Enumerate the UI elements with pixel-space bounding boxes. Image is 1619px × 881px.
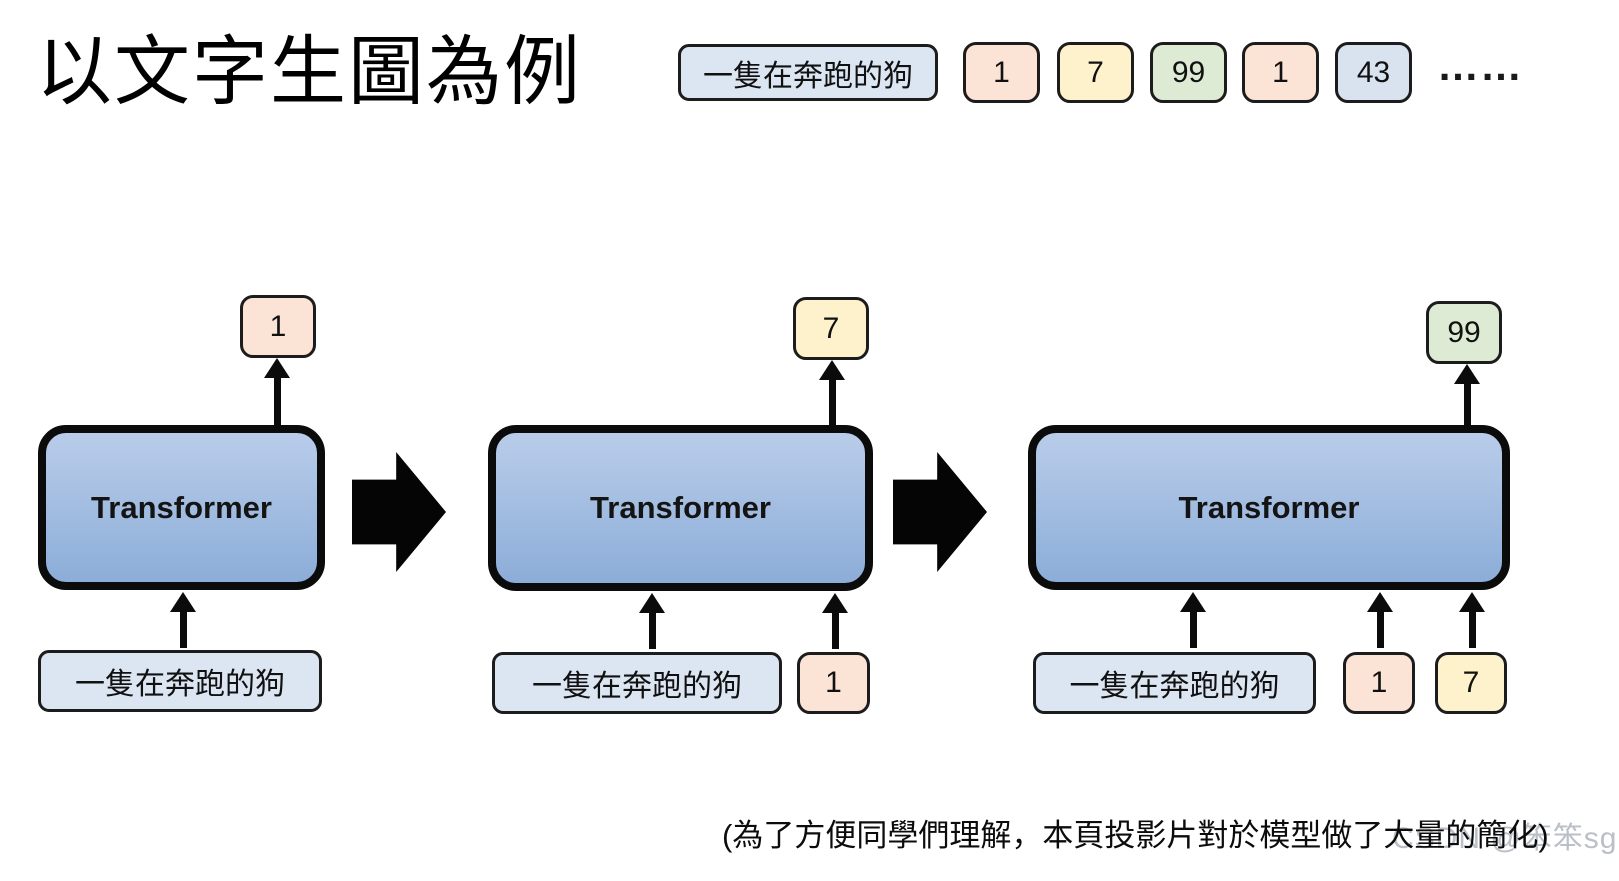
right-block-arrow-icon bbox=[352, 452, 446, 572]
stage2-input-arrow-prompt-icon bbox=[639, 593, 665, 649]
stage3-prompt-box: 一隻在奔跑的狗 bbox=[1033, 652, 1316, 714]
transformer-label: Transformer bbox=[91, 489, 272, 525]
transformer-block-3: Transformer bbox=[1028, 425, 1510, 590]
stage1-input-arrow-icon bbox=[170, 592, 196, 648]
stage3-output-arrow-icon bbox=[1454, 364, 1480, 425]
stage2-input-token-1: 1 bbox=[797, 652, 870, 714]
stage3-input-token-7: 7 bbox=[1435, 652, 1507, 714]
ellipsis-text: …… bbox=[1437, 42, 1523, 89]
transformer-label: Transformer bbox=[590, 490, 771, 525]
top-token-99: 99 bbox=[1150, 42, 1227, 103]
right-block-arrow-icon bbox=[893, 452, 987, 572]
stage1-output-arrow-icon bbox=[264, 358, 290, 425]
top-prompt-box: 一隻在奔跑的狗 bbox=[678, 44, 938, 101]
transformer-block-1: Transformer bbox=[38, 425, 325, 590]
transformer-label: Transformer bbox=[1178, 489, 1360, 525]
stage2-input-arrow-token1-icon bbox=[822, 593, 848, 649]
stage1-prompt-box: 一隻在奔跑的狗 bbox=[38, 650, 322, 712]
top-token-43: 43 bbox=[1335, 42, 1412, 103]
caption-text: (為了方便同學們理解，本頁投影片對於模型做了大量的簡化) bbox=[722, 818, 1549, 853]
stage1-output-token: 1 bbox=[240, 295, 316, 358]
stage2-prompt-box: 一隻在奔跑的狗 bbox=[492, 652, 782, 714]
stage3-output-token: 99 bbox=[1426, 301, 1502, 364]
stage3-input-arrow-token7-icon bbox=[1459, 592, 1485, 648]
transformer-block-2: Transformer bbox=[488, 425, 873, 591]
page-title: 以文字生圖為例 bbox=[36, 30, 582, 115]
top-token-7: 7 bbox=[1057, 42, 1134, 103]
stage2-output-token: 7 bbox=[793, 297, 869, 360]
stage2-output-arrow-icon bbox=[819, 360, 845, 425]
stage3-input-token-1: 1 bbox=[1343, 652, 1415, 714]
stage3-input-arrow-prompt-icon bbox=[1180, 592, 1206, 648]
stage3-input-arrow-token1-icon bbox=[1367, 592, 1393, 648]
top-token-1b: 1 bbox=[1242, 42, 1319, 103]
csdn-watermark: CSDN @笨笨sg bbox=[1392, 822, 1618, 855]
top-token-1: 1 bbox=[963, 42, 1040, 103]
